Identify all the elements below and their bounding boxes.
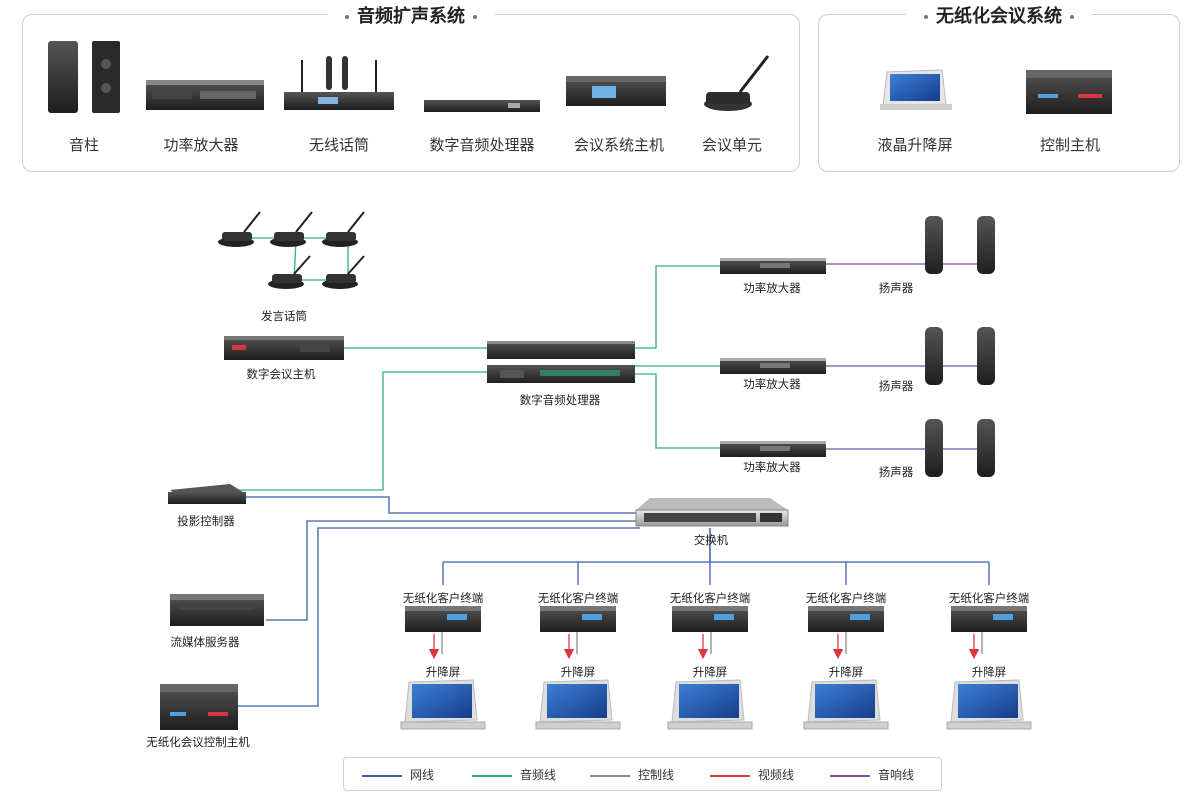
lift-screen-device-icon (946, 679, 1032, 730)
lift-screen-device-icon (803, 679, 889, 730)
product-label-column-speaker: 音柱 (68, 136, 100, 154)
conference-unit-icon (704, 55, 770, 111)
product-label-conference-host: 会议系统主机 (573, 136, 665, 154)
streaming-server-icon (170, 594, 264, 626)
legend-label: 网线 (410, 768, 435, 782)
paperless-host-label: 无纸化会议控制主机 (146, 735, 250, 749)
dsp-device-icon (487, 341, 635, 383)
amplifier-device-icon (720, 441, 826, 457)
lift-screen-label: 升降屏 (425, 665, 461, 679)
lift-screen-label: 升降屏 (828, 665, 864, 679)
dsp-icon (424, 100, 540, 112)
conference-host-icon (566, 76, 666, 106)
projector-controller-icon (168, 484, 246, 504)
terminal-label: 无纸化客户终端 (669, 591, 751, 605)
column-speaker-icon (48, 41, 120, 113)
paperless-system-panel: 无纸化会议系统 (818, 2, 1180, 172)
legend-swatch (472, 774, 512, 777)
speaker-label: 扬声器 (878, 281, 914, 295)
legend-item: 音响线 (830, 766, 914, 783)
legend-item: 网线 (362, 766, 434, 783)
paperless-terminal-icon (951, 606, 1027, 632)
conference-mic-icon (270, 211, 313, 247)
control-host-icon (1026, 70, 1112, 114)
legend-item: 视频线 (710, 766, 794, 783)
product-label-conference-unit: 会议单元 (701, 136, 763, 154)
terminal-label: 无纸化客户终端 (402, 591, 484, 605)
network-switch-icon (635, 498, 789, 527)
paperless-terminal-icon (540, 606, 616, 632)
legend-label: 音频线 (520, 768, 557, 782)
conference-mic-icon (322, 255, 365, 289)
paperless-system-title: 无纸化会议系统 (906, 2, 1092, 28)
streaming-server-label: 流媒体服务器 (170, 635, 240, 649)
legend-label: 控制线 (638, 768, 675, 782)
lift-screen-icon (880, 69, 952, 110)
amplifier-label: 功率放大器 (743, 460, 801, 474)
legend-swatch (362, 774, 402, 777)
product-label-lift-screen: 液晶升降屏 (877, 136, 953, 154)
legend-item: 音频线 (472, 766, 556, 783)
switch-label: 交换机 (693, 533, 729, 547)
lift-screen-device-icon (667, 679, 753, 730)
product-label-wireless-mic: 无线话筒 (308, 136, 370, 154)
paperless-terminal-icon (672, 606, 748, 632)
conference-host-label: 数字会议主机 (246, 367, 316, 381)
conference-mic-icon (218, 211, 261, 247)
speaker-icon (925, 216, 995, 477)
conference-mic-icon (268, 255, 311, 289)
lift-screen-device-icon (535, 679, 621, 730)
lift-screen-label: 升降屏 (971, 665, 1007, 679)
amplifier-device-icon (720, 358, 826, 374)
amplifier-label: 功率放大器 (743, 377, 801, 391)
projector-controller-label: 投影控制器 (177, 514, 235, 528)
legend: 网线 音频线 控制线 视频线 音响线 (343, 757, 942, 791)
legend-label: 音响线 (878, 768, 915, 782)
legend-label: 视频线 (758, 768, 795, 782)
wireless-mic-icon (284, 56, 394, 110)
product-label-control-host: 控制主机 (1039, 136, 1101, 154)
product-label-amplifier: 功率放大器 (163, 136, 239, 154)
legend-item: 控制线 (590, 766, 674, 783)
conference-host-device-icon (224, 336, 344, 360)
paperless-terminal-icon (405, 606, 481, 632)
amplifier-device-icon (720, 258, 826, 274)
product-label-dsp: 数字音频处理器 (429, 136, 535, 154)
conference-mic-icon (322, 211, 365, 247)
legend-swatch (830, 774, 870, 777)
terminal-label: 无纸化客户终端 (805, 591, 887, 605)
amplifier-label: 功率放大器 (743, 281, 801, 295)
lift-screen-label: 升降屏 (692, 665, 728, 679)
terminal-label: 无纸化客户终端 (537, 591, 619, 605)
legend-swatch (710, 774, 750, 777)
dsp-label: 数字音频处理器 (519, 393, 601, 407)
audio-system-title: 音频扩声系统 (327, 2, 495, 28)
mic-group-label: 发言话筒 (261, 309, 307, 323)
paperless-terminal-icon (808, 606, 884, 632)
lift-screen-device-icon (400, 679, 486, 730)
terminal-label: 无纸化客户终端 (948, 591, 1030, 605)
paperless-host-device-icon (160, 684, 238, 730)
legend-swatch (590, 774, 630, 777)
speaker-label: 扬声器 (878, 379, 914, 393)
amplifier-icon (146, 80, 264, 110)
speaker-label: 扬声器 (878, 465, 914, 479)
lift-screen-label: 升降屏 (560, 665, 596, 679)
